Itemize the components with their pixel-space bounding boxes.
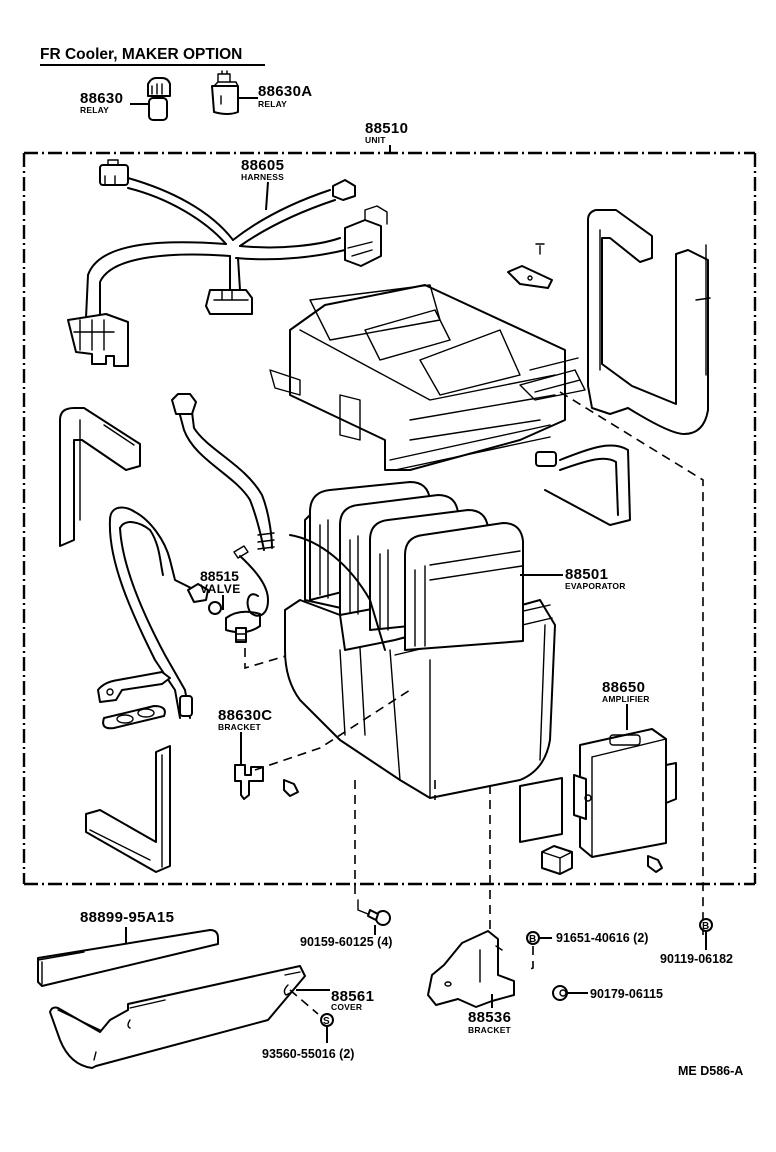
bracket-88536-number: 88536 xyxy=(468,1009,511,1026)
pipe-right-part[interactable] xyxy=(535,444,631,526)
cover-88561-number: 88561 xyxy=(331,988,374,1005)
amplifier-pad-part[interactable] xyxy=(519,777,563,843)
amplifier-88650-number: 88650 xyxy=(602,679,645,696)
screw-s-symbol xyxy=(320,1013,334,1027)
harness-88605-name: HARNESS xyxy=(241,172,284,182)
seal-88899-number: 88899-95A15 xyxy=(80,909,174,926)
relay-88630a-number: 88630A xyxy=(258,83,312,100)
bolt-90119-number: 90119-06182 xyxy=(660,952,733,966)
seal-right-part[interactable] xyxy=(587,209,711,435)
amplifier-88650-part[interactable] xyxy=(573,728,677,858)
amplifier-screw-part[interactable] xyxy=(647,855,663,873)
screw-90159-part[interactable] xyxy=(357,899,391,926)
seal-left-bottom-part[interactable] xyxy=(85,745,171,873)
bolt-b-symbol-letter: B xyxy=(529,934,536,945)
unit-88510-name: UNIT xyxy=(365,135,386,145)
screw-small-part[interactable] xyxy=(283,779,299,797)
grommet-plate-part[interactable] xyxy=(102,705,166,730)
unit-88510-frame xyxy=(22,151,757,886)
bolt-b-symbol xyxy=(526,931,540,945)
relay-88630-number: 88630 xyxy=(80,90,123,107)
diagram-title: FR Cooler, MAKER OPTION xyxy=(40,46,242,63)
evaporator-88501-number: 88501 xyxy=(565,566,608,583)
screw-93560-number: 93560-55016 (2) xyxy=(262,1047,354,1061)
evaporator-88501-part[interactable] xyxy=(289,481,524,651)
evaporator-88501-name: EVAPORATOR xyxy=(565,581,626,591)
relay-88630a-part[interactable] xyxy=(211,70,258,115)
bolt-b-symbol-right xyxy=(699,918,713,932)
bracket-88630c-part[interactable] xyxy=(234,764,264,800)
bolt-b-symbol-right-letter: B xyxy=(702,921,709,932)
blower-case-part[interactable] xyxy=(269,284,586,471)
valve-88515-name: VALVE xyxy=(200,582,241,596)
harness-88605-part[interactable] xyxy=(67,159,388,367)
relay-88630-name: RELAY xyxy=(80,105,109,115)
relay-88630a-name: RELAY xyxy=(258,99,287,109)
amplifier-88650-name: AMPLIFIER xyxy=(602,694,650,704)
screw-90159-number: 90159-60125 (4) xyxy=(300,935,392,949)
bolt-91651-number: 91651-40616 (2) xyxy=(556,931,648,945)
seal-left-top-part[interactable] xyxy=(59,407,141,547)
cover-88561-part[interactable] xyxy=(49,965,306,1069)
clamp-part[interactable] xyxy=(97,671,171,703)
nut-90179-number: 90179-06115 xyxy=(590,987,663,1001)
cover-88561-name: COVER xyxy=(331,1002,362,1012)
screw-s-symbol-letter: S xyxy=(323,1016,330,1027)
relay-88630-part[interactable] xyxy=(130,77,171,121)
pipe-lower-part[interactable] xyxy=(108,506,209,719)
bracket-88630c-name: BRACKET xyxy=(218,722,262,732)
bracket-88536-part[interactable] xyxy=(427,930,515,1008)
valve-88515-part[interactable] xyxy=(208,545,269,643)
diagram-code: ME D586-A xyxy=(678,1064,743,1078)
valve-88515-number: 88515 xyxy=(200,568,239,584)
pipe-upper-part[interactable] xyxy=(171,393,275,551)
harness-88605-number: 88605 xyxy=(241,157,284,174)
nut-90179-part[interactable] xyxy=(552,985,568,1001)
bracket-88630c-number: 88630C xyxy=(218,707,272,724)
seal-88899-part[interactable] xyxy=(37,929,219,987)
unit-88510-number: 88510 xyxy=(365,120,408,137)
amplifier-block-part[interactable] xyxy=(541,845,573,875)
bracket-88536-name: BRACKET xyxy=(468,1025,512,1035)
clip-bracket-part[interactable] xyxy=(507,243,553,289)
